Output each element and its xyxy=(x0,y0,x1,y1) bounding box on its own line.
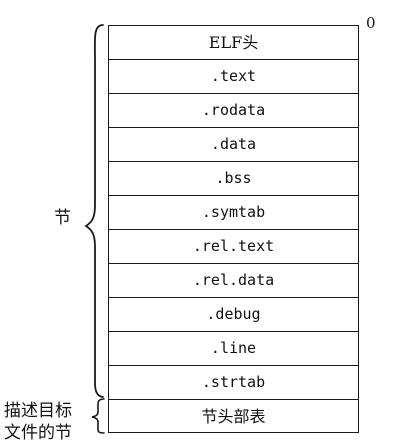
elf-sections-stack: ELF头 .text .rodata .data .bss .symtab .r… xyxy=(108,25,359,433)
sections-label: 节 xyxy=(54,208,71,228)
cell-section-header-table: 节头部表 xyxy=(109,400,358,434)
cell-bss: .bss xyxy=(109,162,358,196)
cell-label: .line xyxy=(210,339,257,357)
cell-label: .debug xyxy=(206,305,261,323)
cell-label: .rel.data xyxy=(192,271,275,289)
cell-strtab: .strtab xyxy=(109,366,358,400)
cell-line: .line xyxy=(109,332,358,366)
section-header-table-label-line2: 文件的节 xyxy=(4,423,72,443)
cell-label: .data xyxy=(210,135,257,153)
cell-label: 节头部表 xyxy=(201,407,266,426)
sections-brace xyxy=(84,24,104,398)
cell-label: .symtab xyxy=(201,203,266,221)
cell-rel-data: .rel.data xyxy=(109,264,358,298)
cell-label: .bss xyxy=(215,169,252,187)
cell-symtab: .symtab xyxy=(109,196,358,230)
cell-label: .rodata xyxy=(201,101,266,119)
cell-elf-header: ELF头 xyxy=(109,26,358,60)
cell-label: ELF头 xyxy=(208,32,259,52)
section-header-table-brace xyxy=(91,398,105,434)
section-header-table-label-line1: 描述目标 xyxy=(4,401,72,421)
cell-label: .rel.text xyxy=(192,237,275,255)
cell-data: .data xyxy=(109,128,358,162)
cell-label: .strtab xyxy=(201,373,266,391)
cell-text: .text xyxy=(109,60,358,94)
cell-rodata: .rodata xyxy=(109,94,358,128)
cell-debug: .debug xyxy=(109,298,358,332)
cell-rel-text: .rel.text xyxy=(109,230,358,264)
offset-zero-label: 0 xyxy=(366,14,376,32)
cell-label: .text xyxy=(210,67,257,85)
